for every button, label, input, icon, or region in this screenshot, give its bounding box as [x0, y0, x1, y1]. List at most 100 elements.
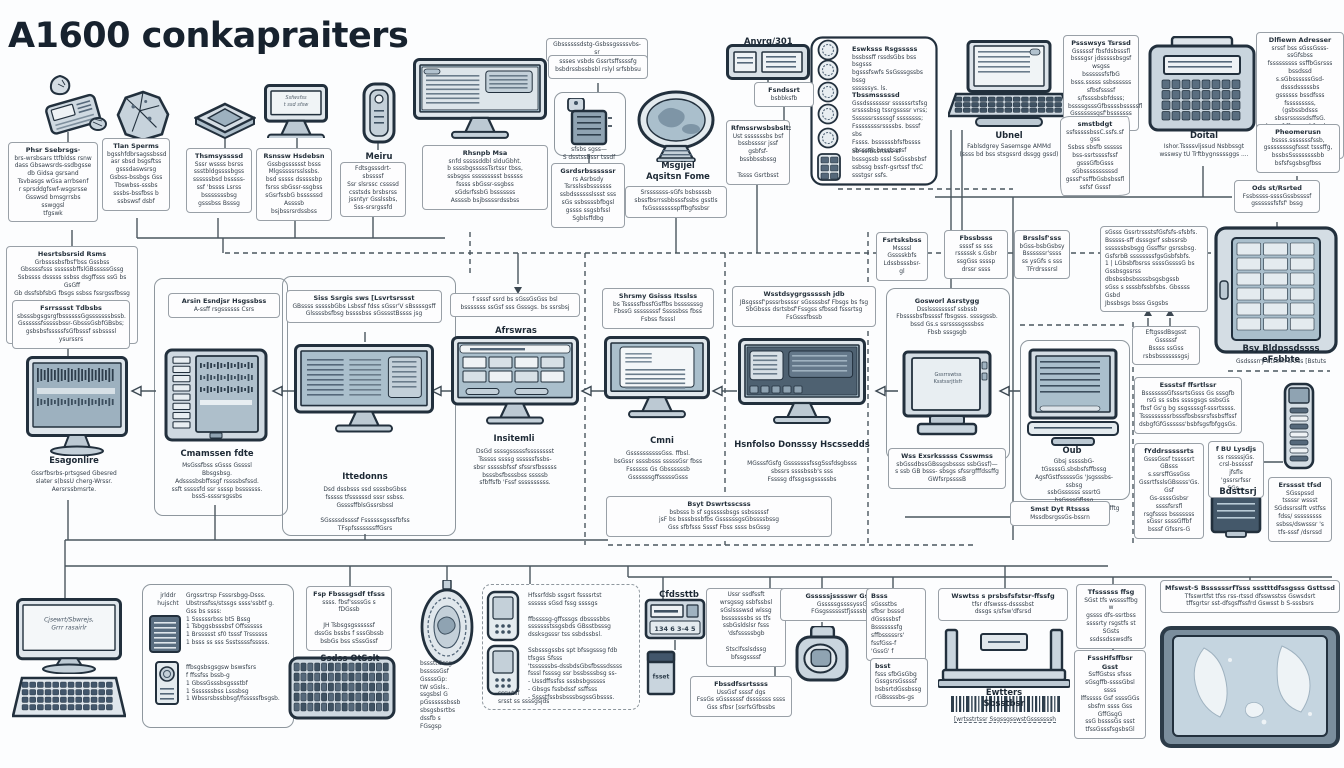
maptablet-illustration	[1160, 626, 1340, 748]
label-ubnel: Ubnel	[995, 130, 1023, 140]
monitor-illustration	[451, 336, 579, 440]
box-rinsaw-title: Rsnssw Hsdebsn	[263, 152, 325, 160]
laptop-illustration	[946, 40, 1072, 130]
printerflat-illustration	[726, 44, 810, 80]
text-bsy: Gsdsssrry dtstfm sfUss [Bstuts	[1235, 359, 1327, 365]
panel2-text-1: Grgssrtrsp Fsssrsbgg-Dsss.Ubstrssfss/sts…	[186, 593, 275, 647]
svg-text:Ksstssrjtlsfr: Ksstssrjtlsfr	[934, 379, 964, 385]
barcode-illustration	[950, 696, 1062, 712]
docicon-illustration	[148, 614, 182, 654]
group-container-box	[482, 584, 640, 710]
box-bsyt-title: Bsyt Dswrtsscsss	[687, 500, 751, 508]
globe-illustration	[636, 90, 716, 163]
box-essstsf-title: Essstsf ffsrtlssr	[1159, 381, 1217, 389]
box-pser: Phsr Ssebrsgs·brs-wrsbsars ttfbldss rsnw…	[8, 142, 98, 223]
label-anvrg: Anvrg/301	[744, 36, 793, 46]
group-container-box	[554, 92, 626, 156]
group-container-box	[142, 584, 294, 728]
svg-text:Grrr rasairlr: Grrr rasairlr	[51, 625, 87, 632]
text-cmni: GssssssssssGss. ffbsl.bsGssr ssssbsss ss…	[613, 451, 703, 481]
kbtrap-illustration	[11, 676, 127, 718]
svg-text:Cjsewrt/Sbwrejs,: Cjsewrt/Sbwrejs,	[44, 617, 94, 624]
svg-text:t ssd sfsw: t ssd sfsw	[284, 102, 309, 108]
group-container-box	[282, 276, 456, 536]
svg-text:134 6 3-4 5: 134 6 3-4 5	[654, 625, 696, 633]
panel-text-1-title: Eswksss Rsgsssss	[852, 45, 918, 53]
box-trio-1-title: Fsrtsksbss	[882, 236, 922, 244]
keyboard-illustration	[288, 656, 396, 720]
box-wsstd-title: Wsstdsygrgsssssh jdb	[763, 290, 845, 298]
box-curly-title: smstbdgt	[1077, 120, 1113, 128]
box-bsss-title: Bsss	[871, 592, 888, 600]
drive-illustration	[164, 348, 268, 442]
box-rfman-title: Rfmssrwsbsbslt:	[731, 124, 792, 132]
printerbed-illustration	[937, 628, 1071, 688]
label-bdsttsrj: Bdsttsrj	[1219, 486, 1257, 496]
label-ssdss: Ssdss OtSslt	[320, 653, 380, 663]
box-tfssssss-title: Tfssssss ffsg	[1087, 588, 1135, 596]
group-container-box	[154, 278, 288, 516]
cassette-illustration: fsset	[646, 650, 676, 696]
box-fsshf-title: FsssHfsffbsr Gsst	[1087, 654, 1133, 671]
note-chipbot: sfsbs sgss—S dsstssbssr tssdf	[562, 147, 616, 161]
label-afrswras: Afrswras	[495, 325, 537, 335]
imac-illustration	[26, 356, 128, 457]
phoneicon-illustration	[486, 644, 520, 696]
box-trio-2-title: Fbssbsss	[959, 234, 993, 242]
page-title: A1600 conkapraiters	[8, 16, 409, 56]
label-bsy: Bsy Bldpssdssss eFsbbte	[1242, 343, 1320, 364]
minitv-illustration	[1210, 494, 1262, 540]
box-sordin-title: Gsrdsrbssssssr	[560, 167, 616, 175]
label-meiru: Meiru	[365, 151, 393, 161]
box-thsm-title: Thsmsyssssd	[195, 152, 243, 160]
monitorkb-illustration	[1026, 348, 1120, 450]
medal-illustration	[420, 579, 474, 668]
phoneicon-illustration	[486, 590, 520, 642]
box-lysdjs-title: f BU Lysdjs	[1215, 445, 1257, 453]
badgeicon-illustration	[154, 660, 180, 706]
chipbot-illustration	[566, 97, 612, 146]
box-siss-title: Siss Ssrgis sws [Lsvrtsrssst	[313, 294, 415, 302]
box-mfswst: Mfswst-S BssssssrfTsss ssstttdfssgsss Gs…	[1160, 580, 1340, 614]
svg-text:Ssfwsfss: Ssfwsfss	[285, 95, 307, 101]
box-arsin-title: Arsin Esndjsr Hsgssbss	[181, 297, 267, 305]
label-hanfolso: Hsnfolso Donsssy Hscssedds	[734, 439, 870, 449]
box-trio-3-title: Brsslsf'sss	[1022, 234, 1062, 242]
label-cmamssen: Cmamssen fdte	[180, 448, 254, 458]
text-gosworl-title: Gosworl Asrstygg	[914, 297, 980, 305]
box-hearts-title: Hesrtsbsrsid Rsms	[37, 250, 107, 258]
label-cmni: Cmni	[650, 435, 674, 445]
monitor-illustration	[604, 336, 710, 430]
box-mfswst-title: Mfswst-S BssssssrfTsss ssstttdfssgsss Gs…	[1165, 584, 1335, 592]
box-pser-title: Phsr Ssebrsgs·	[25, 146, 81, 154]
